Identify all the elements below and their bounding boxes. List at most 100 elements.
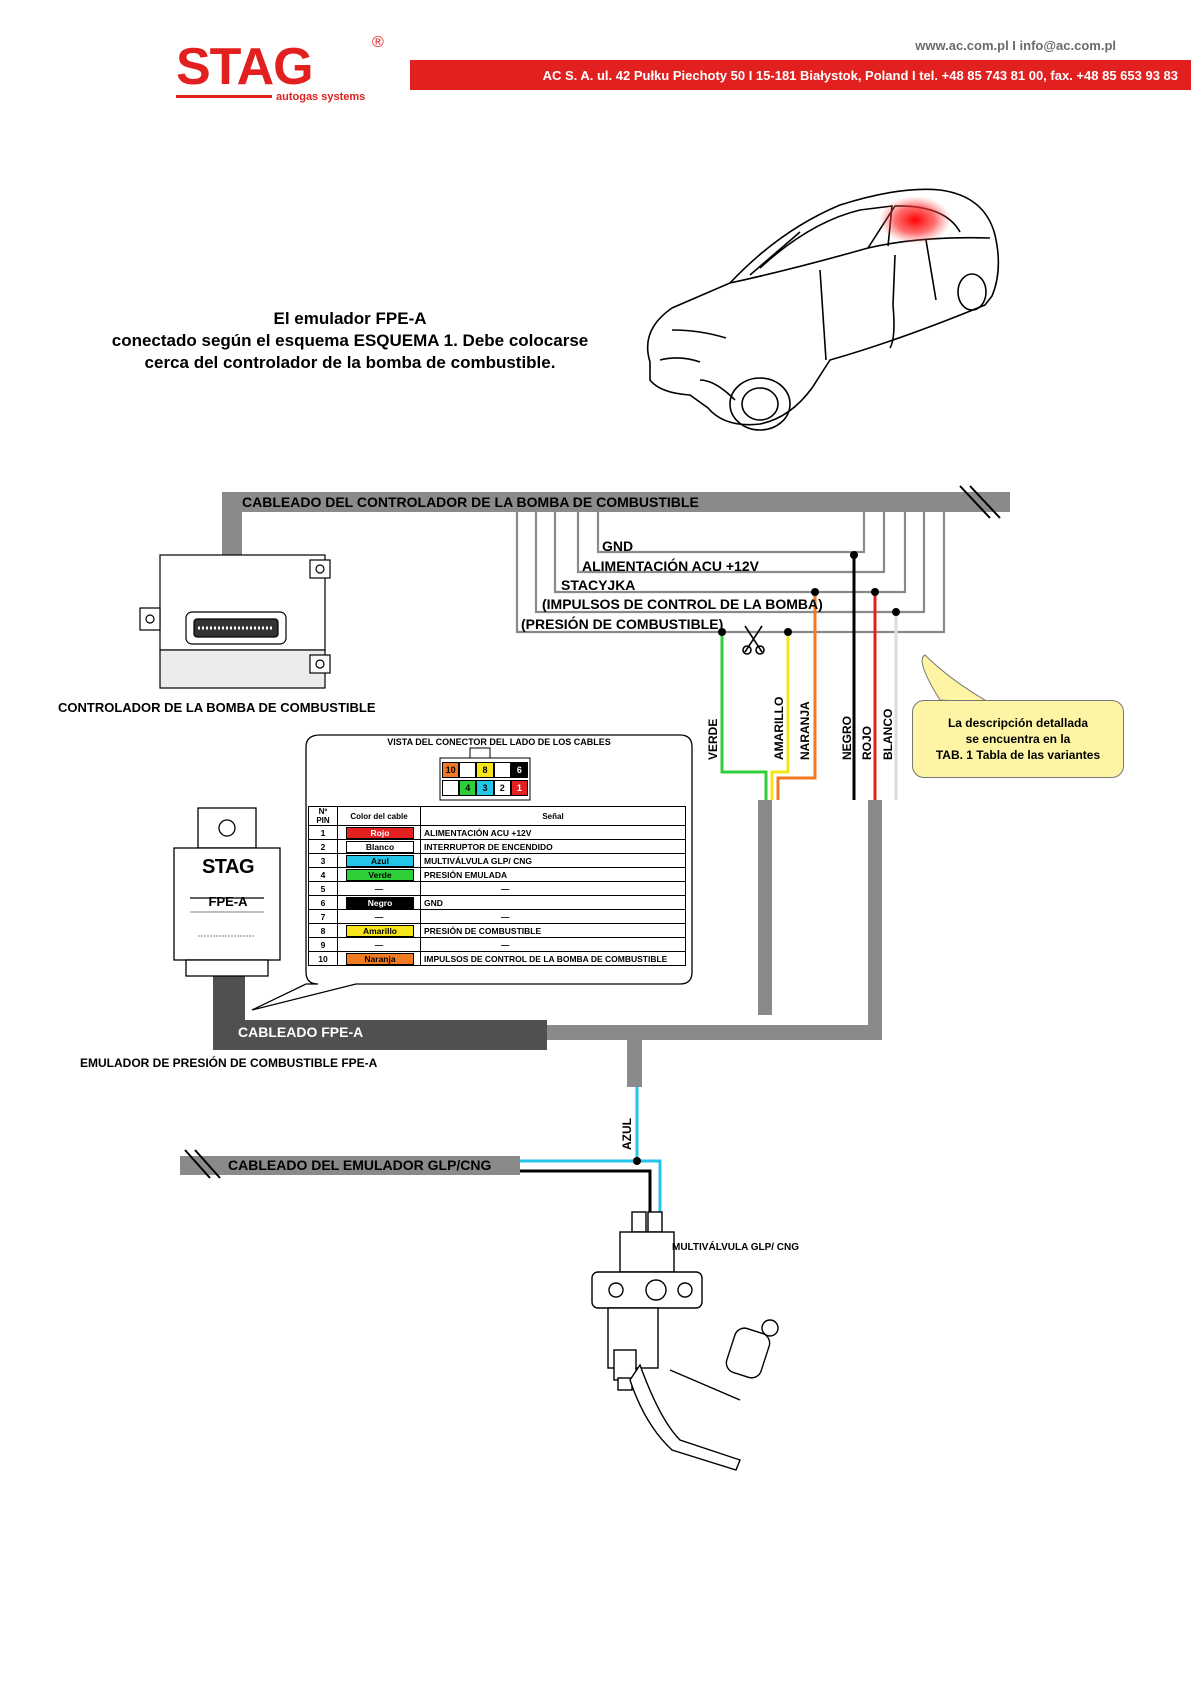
lpg-cable-label: CABLEADO DEL EMULADOR GLP/CNG: [228, 1157, 492, 1173]
description-line-1: El emulador FPE-A: [273, 309, 427, 328]
wire-impulses-label: (IMPULSOS DE CONTROL DE LA BOMBA): [542, 596, 823, 612]
description-block: El emulador FPE-A conectado según el esq…: [60, 308, 640, 374]
wire-color-cell: Negro: [337, 895, 421, 910]
table-row: 3 Azul MULTIVÁLVULA GLP/ CNG: [308, 853, 686, 868]
pin-7-empty: [493, 762, 511, 778]
fuel-pump-location-glow: [879, 196, 951, 244]
wire-gnd-label: GND: [602, 538, 634, 554]
fpe-cable: [213, 800, 882, 1087]
wire-color-cell: Rojo: [337, 825, 421, 840]
contact-info: www.ac.com.pl I info@ac.com.pl: [915, 38, 1116, 53]
wire-stacyjka-label: STACYJKA: [561, 577, 636, 593]
emulator-model: FPE-A: [208, 894, 248, 909]
pin-table: Nº PIN Color del cable Señal 1 Rojo ALIMEN…: [308, 806, 686, 966]
wire-color-swatch: —: [374, 939, 384, 950]
wire-verde-label: VERDE: [706, 718, 720, 760]
wire-negro-label: NEGRO: [840, 715, 854, 760]
wire-color-swatch: —: [374, 883, 384, 894]
callout-pointer: [921, 654, 991, 704]
signal-cell: ALIMENTACIÓN ACU +12V: [420, 825, 686, 840]
pin-1: 1: [510, 780, 529, 796]
pump-controller-cable: [222, 485, 1010, 572]
pin-number: 4: [308, 867, 338, 882]
pump-wire-bundle: [515, 512, 946, 634]
callout-line-3: TAB. 1 Tabla de las variantes: [935, 748, 1101, 762]
wire-azul-label: AZUL: [620, 1118, 634, 1150]
address-bar: AC S. A. ul. 42 Pułku Piechoty 50 I 15-1…: [410, 60, 1191, 90]
wire-naranja-label: NARANJA: [798, 701, 812, 760]
logo-subtitle: autogas systems: [276, 91, 366, 103]
table-row: 10 Naranja IMPULSOS DE CONTROL DE LA BOMBA…: [308, 951, 686, 966]
wire-rojo-label: ROJO: [860, 725, 874, 760]
variants-callout: La descripción detallada se encuentra en…: [912, 700, 1124, 778]
emulator-signal-wires: [720, 555, 898, 800]
pin-number: 3: [308, 853, 338, 868]
signal-cell: INTERRUPTOR DE ENCENDIDO: [420, 839, 686, 854]
wire-color-swatch: Verde: [346, 868, 414, 881]
callout-line-2: se encuentra en la: [965, 732, 1071, 746]
pin-3: 3: [476, 780, 494, 796]
connector-view-title: VISTA DEL CONECTOR DEL LADO DE LOS CABLE…: [387, 737, 611, 747]
color-header: Color del cable: [337, 806, 421, 826]
pump-cable-label: CABLEADO DEL CONTROLADOR DE LA BOMBA DE …: [242, 494, 699, 510]
logo: STAG: [176, 38, 314, 96]
wire-color-swatch: Rojo: [346, 826, 414, 839]
pin-8: 8: [476, 762, 494, 778]
pin-9-empty: [459, 762, 477, 778]
table-row: 2 Blanco INTERRUPTOR DE ENCENDIDO: [308, 839, 686, 854]
pin-number: 5: [308, 881, 338, 896]
pin-table-header: Nº PIN Color del cable Señal: [308, 806, 686, 826]
wire-junctions: [718, 551, 900, 636]
wire-color-cell: —: [337, 937, 421, 952]
cut-symbol: [742, 625, 765, 655]
wire-color-swatch: Amarillo: [346, 924, 414, 937]
wire-acu-label: ALIMENTACIÓN ACU +12V: [582, 558, 759, 574]
wire-color-swatch: Naranja: [346, 952, 414, 965]
pin-10: 10: [442, 762, 460, 778]
wire-color-cell: Blanco: [337, 839, 421, 854]
signal-cell: —: [420, 909, 686, 924]
table-row: 4 Verde PRESIÓN EMULADA: [308, 867, 686, 882]
wire-color-cell: Verde: [337, 867, 421, 882]
signal-cell: PRESIÓN EMULADA: [420, 867, 686, 882]
pin-2: 2: [493, 780, 511, 796]
pump-controller-label: CONTROLADOR DE LA BOMBA DE COMBUSTIBLE: [58, 700, 376, 715]
callout-line-1: La descripción detallada: [947, 716, 1089, 730]
signal-cell: —: [420, 937, 686, 952]
wire-blanco-label: BLANCO: [881, 708, 895, 760]
description-line-2: conectado según el esquema ESQUEMA 1. De…: [111, 331, 589, 350]
signal-cell: MULTIVÁLVULA GLP/ CNG: [420, 853, 686, 868]
wire-amarillo-label: AMARILLO: [772, 696, 786, 760]
pin-number: 6: [308, 895, 338, 910]
pin-number: 10: [308, 951, 338, 966]
wire-color-cell: —: [337, 881, 421, 896]
wire-color-cell: Naranja: [337, 951, 421, 966]
pin-number: 2: [308, 839, 338, 854]
table-row: 7——: [308, 909, 686, 924]
signal-cell: IMPULSOS DE CONTROL DE LA BOMBA DE COMBU…: [420, 951, 686, 966]
pin-5-empty: [442, 780, 460, 796]
fpe-a-emulator-device: [173, 807, 281, 977]
table-row: 5——: [308, 881, 686, 896]
pin-number: 8: [308, 923, 338, 938]
emulator-brand: STAG: [201, 856, 255, 878]
pin-4: 4: [459, 780, 477, 796]
wire-color-cell: —: [337, 909, 421, 924]
wire-color-swatch: —: [374, 911, 384, 922]
wire-color-cell: Azul: [337, 853, 421, 868]
pin-table-body: 1 Rojo ALIMENTACIÓN ACU +12V 2 Blanco INTERRU…: [308, 825, 686, 966]
address-text: AC S. A. ul. 42 Pułku Piechoty 50 I 15-1…: [542, 67, 1178, 83]
multivalve-drawing: [591, 1211, 779, 1471]
signal-cell: GND: [420, 895, 686, 910]
wire-color-swatch: Blanco: [346, 840, 414, 853]
connector-top-row: 10 8 6: [442, 762, 529, 778]
emulator-label: EMULADOR DE PRESIÓN DE COMBUSTIBLE FPE-A: [80, 1056, 378, 1070]
pin-number: 1: [308, 825, 338, 840]
wire-pressure-label: (PRESIÓN DE COMBUSTIBLE): [521, 616, 724, 632]
description-line-3: cerca del controlador de la bomba de com…: [144, 353, 556, 372]
wire-color-swatch: Azul: [346, 854, 414, 867]
lpg-emulator-cable: [180, 1087, 662, 1220]
pump-controller-device: [139, 554, 331, 689]
